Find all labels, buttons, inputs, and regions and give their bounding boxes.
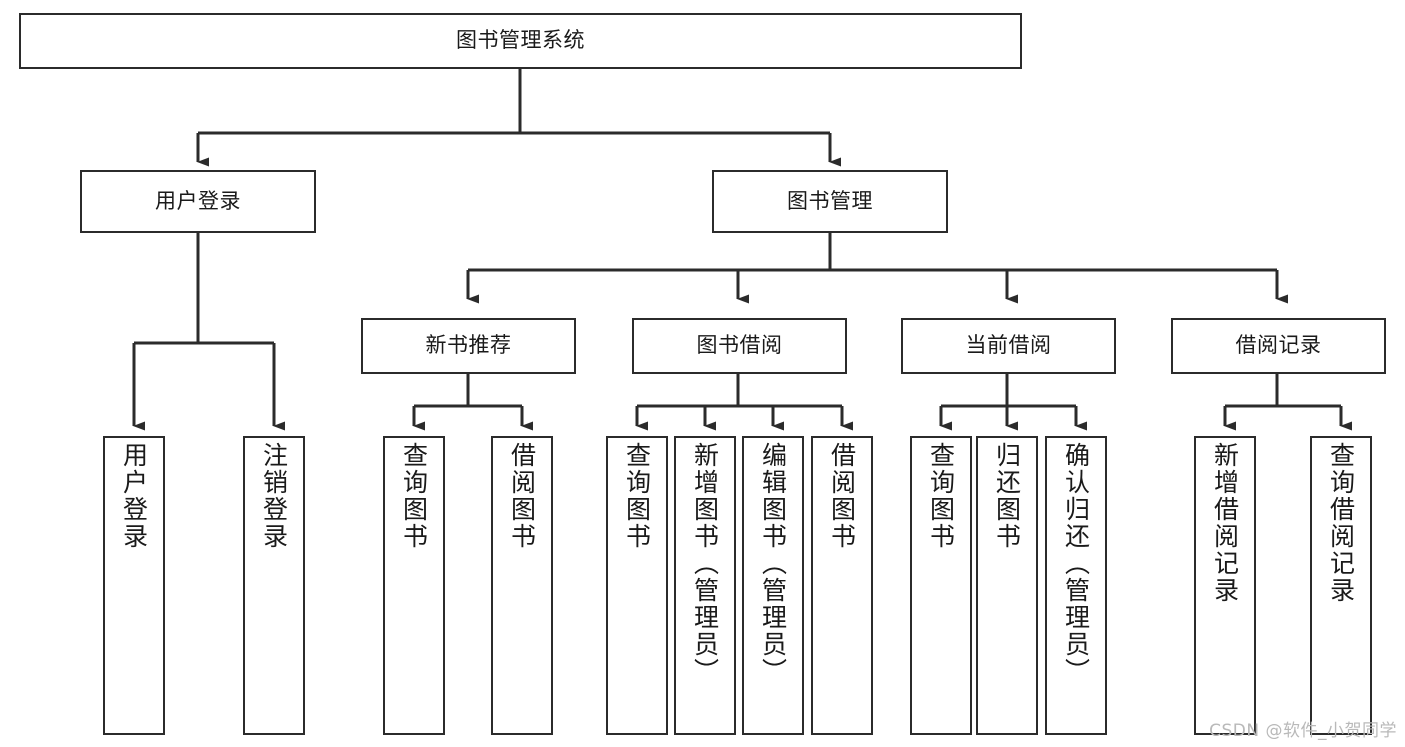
- leaf-logout-login[interactable]: 注销登录: [243, 436, 305, 735]
- leaf-query-borrow-record[interactable]: 查询借阅记录: [1310, 436, 1372, 735]
- leaf-query-book-recommend[interactable]: 查询图书: [383, 436, 445, 735]
- node-root-system[interactable]: 图书管理系统: [19, 13, 1022, 69]
- node-user-login[interactable]: 用户登录: [80, 170, 316, 233]
- leaf-confirm-return[interactable]: 确认归还（管理员）: [1045, 436, 1107, 735]
- node-label: 确认归还（管理员）: [1061, 442, 1091, 685]
- node-label: 借阅记录: [1235, 333, 1322, 358]
- node-label: 编辑图书（管理员）: [758, 442, 788, 685]
- node-label: 注销登录: [259, 442, 289, 550]
- node-label: 查询图书: [622, 442, 652, 550]
- leaf-borrow-book-recommend[interactable]: 借阅图书: [491, 436, 553, 735]
- node-borrow-record[interactable]: 借阅记录: [1171, 318, 1386, 374]
- node-label: 归还图书: [992, 442, 1022, 550]
- leaf-add-book[interactable]: 新增图书（管理员）: [674, 436, 736, 735]
- node-label: 借阅图书: [827, 442, 857, 550]
- node-book-management[interactable]: 图书管理: [712, 170, 948, 233]
- node-label: 查询图书: [926, 442, 956, 550]
- node-label: 查询图书: [399, 442, 429, 550]
- leaf-add-borrow-record[interactable]: 新增借阅记录: [1194, 436, 1256, 735]
- node-label: 图书管理系统: [456, 28, 585, 53]
- node-label: 图书管理: [787, 188, 873, 213]
- node-new-book-recommend[interactable]: 新书推荐: [361, 318, 576, 374]
- node-book-borrow[interactable]: 图书借阅: [632, 318, 847, 374]
- leaf-user-login[interactable]: 用户登录: [103, 436, 165, 735]
- leaf-edit-book[interactable]: 编辑图书（管理员）: [742, 436, 804, 735]
- node-label: 查询借阅记录: [1326, 442, 1356, 604]
- node-label: 新增图书（管理员）: [690, 442, 720, 685]
- node-label: 用户登录: [155, 188, 241, 213]
- node-current-borrow[interactable]: 当前借阅: [901, 318, 1116, 374]
- node-label: 用户登录: [119, 442, 149, 550]
- node-label: 新书推荐: [425, 333, 512, 358]
- leaf-query-book-current[interactable]: 查询图书: [910, 436, 972, 735]
- node-label: 借阅图书: [507, 442, 537, 550]
- node-label: 图书借阅: [696, 333, 783, 358]
- leaf-return-book[interactable]: 归还图书: [976, 436, 1038, 735]
- leaf-borrow-book[interactable]: 借阅图书: [811, 436, 873, 735]
- leaf-query-book-borrow[interactable]: 查询图书: [606, 436, 668, 735]
- node-label: 新增借阅记录: [1210, 442, 1240, 604]
- csdn-watermark: CSDN @软件_小贺同学: [1209, 721, 1397, 741]
- node-label: 当前借阅: [965, 333, 1052, 358]
